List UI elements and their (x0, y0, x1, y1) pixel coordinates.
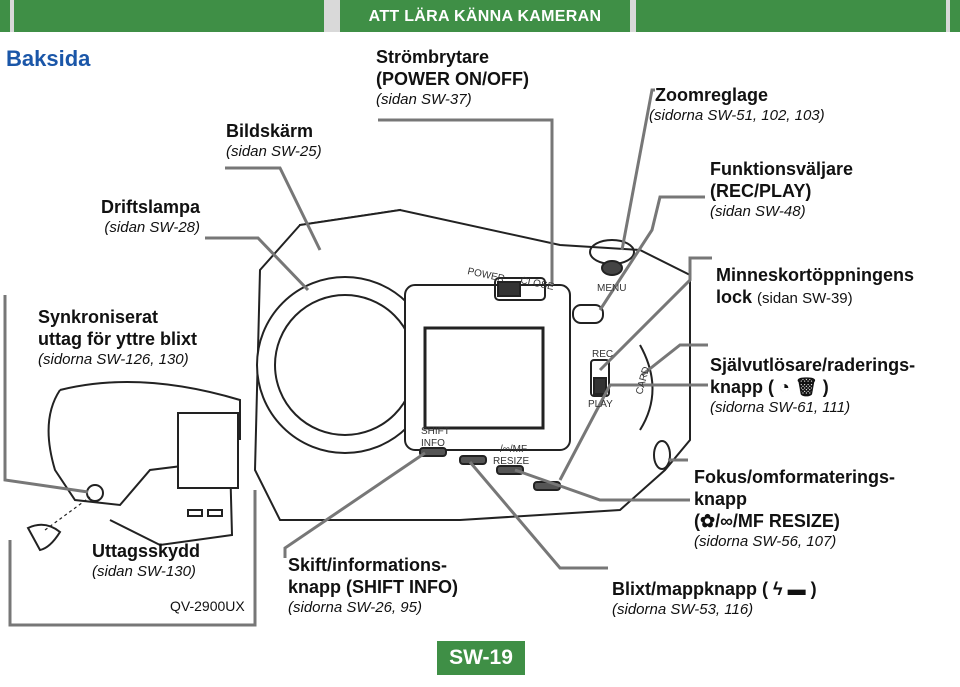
marking-info: INFO (421, 438, 445, 449)
label-sjalvutlosare: Självutlösare/raderings- knapp ( ◔ 🗑 ) (… (710, 355, 916, 416)
menu-button (601, 260, 623, 276)
card-door (639, 344, 654, 431)
terminal-cover (26, 523, 62, 552)
label-driftslampa: Driftslampa (sidan SW-28) (100, 197, 200, 236)
accent-block (340, 0, 630, 32)
marking-menu: MENU (597, 283, 626, 294)
accent-block (0, 0, 10, 32)
trash-icon: 🗑 (794, 377, 818, 397)
marking-shift: SHIFT (421, 426, 450, 437)
power-slider (497, 281, 521, 297)
leader-timer (558, 383, 708, 481)
model-name: QV-2900UX (170, 598, 245, 614)
accent-block (950, 0, 960, 32)
accent-block (14, 0, 324, 32)
macro-icon: ✿ (700, 511, 716, 531)
power-switch (494, 277, 546, 301)
header-bar: ATT LÄRA KÄNNA KAMERAN (0, 0, 960, 32)
flash-icon: ϟ (773, 579, 783, 599)
selftimer-icon: ◔ (779, 377, 790, 397)
flash-button (459, 455, 487, 465)
marking-rec: REC (592, 349, 613, 360)
label-fokus: Fokus/omformaterings- knapp (✿/∞/MF RESI… (694, 467, 896, 550)
zoom-switch (572, 304, 604, 324)
label-blixt: Blixt/mappknapp ( ϟ ▬ ) (sidorna SW-53, … (612, 579, 817, 618)
leader-focus (514, 468, 690, 502)
label-synk: Synkroniserat uttag för yttre blixt (sid… (38, 307, 198, 368)
chapter-title: ATT LÄRA KÄNNA KAMERAN (368, 8, 602, 25)
marking-play: PLAY (588, 399, 613, 410)
marking-mf: /∞/MF (500, 444, 527, 455)
label-uttagsskydd: Uttagsskydd (sidan SW-130) (92, 541, 201, 580)
leader-drift (205, 236, 310, 292)
label-funktion: Funktionsväljare (REC/PLAY) (sidan SW-48… (710, 159, 854, 220)
accent-block (636, 0, 946, 32)
side-camera-top (59, 381, 241, 440)
label-zoom: Zoomreglage (sidorna SW-51, 102, 103) (649, 85, 825, 124)
label-skift: Skift/informations- knapp (SHIFT INFO) (… (288, 555, 458, 616)
side-screen (177, 412, 239, 489)
leader-sync (3, 295, 89, 494)
section-title: Baksida (6, 46, 91, 71)
dashed-cover-line (44, 496, 91, 531)
rec-play-slider (593, 377, 607, 395)
label-bildskarm: Bildskärm (sidan SW-25) (226, 121, 322, 160)
leader-power (378, 118, 554, 285)
lcd-screen (423, 326, 545, 430)
marking-resize: RESIZE (493, 456, 529, 467)
leader-flash (468, 461, 608, 570)
leader-card (641, 343, 708, 377)
page-number: SW-19 (437, 641, 525, 675)
leader-rec (598, 256, 712, 372)
leader-screen (225, 166, 322, 251)
label-strombrytare: Strömbrytare (POWER ON/OFF) (sidan SW-37… (376, 47, 529, 108)
leader-shift (283, 451, 426, 558)
side-button (187, 509, 203, 517)
rec-play-switch (590, 359, 610, 397)
leader-cover (8, 490, 257, 627)
leader-function (598, 195, 705, 311)
shift-info-button (419, 447, 447, 457)
side-button (207, 509, 223, 517)
card-latch (653, 440, 671, 470)
folder-icon: ▬ (787, 579, 806, 599)
leader-zoom (620, 88, 655, 251)
label-minneskort: Minneskortöppningens lock (sidan SW-39) (716, 265, 914, 307)
